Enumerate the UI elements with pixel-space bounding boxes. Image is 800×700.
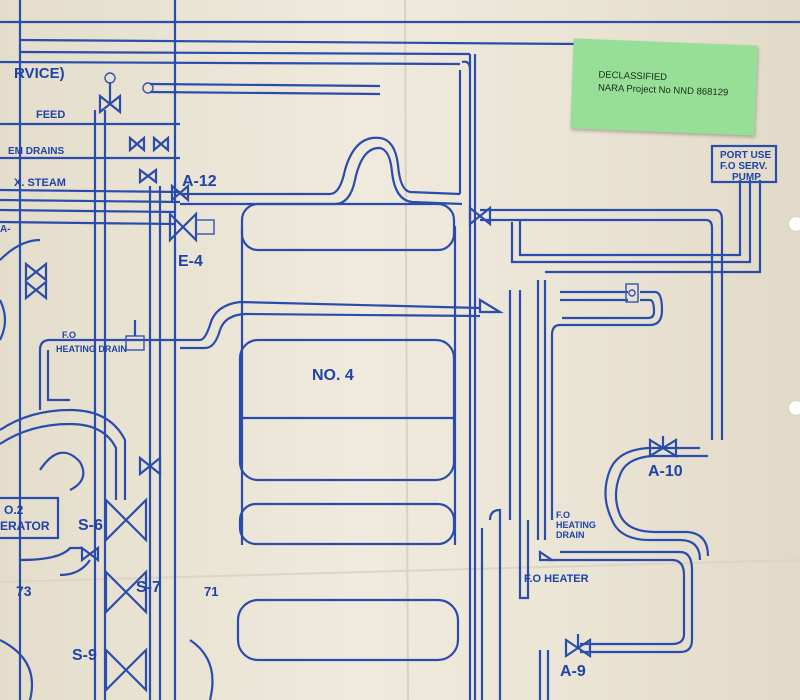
valve-top-icon: [468, 205, 492, 227]
port-use-label-3: PUMP: [732, 172, 761, 183]
valve-s6-icon: [104, 497, 148, 543]
valves: [24, 72, 678, 693]
valve-feed-icon: [98, 93, 122, 115]
steam-loop-inner: [180, 146, 463, 206]
declassified-stamp: DECLASSIFIED NARA Project No NND 868129: [570, 38, 758, 136]
s9-label: S-9: [72, 647, 97, 664]
port-use-box: [710, 144, 778, 184]
a-left-label: A-: [0, 224, 11, 235]
e4-label: E-4: [178, 253, 203, 270]
fo-heating-drain-line: [38, 300, 481, 351]
header-lines: [0, 60, 461, 700]
steam-loop: [180, 136, 461, 196]
stamp-line2: NARA Project No NND 868129: [597, 82, 729, 99]
fo-heater-label: F.O HEATER: [524, 573, 589, 585]
fo-drain-right-label-2: HEATING: [556, 520, 596, 530]
punch-hole: [788, 216, 800, 232]
deaerator-box: [0, 496, 60, 540]
port-use-label-2: F.O SERV.: [720, 161, 767, 172]
right-piping: [480, 180, 762, 700]
a10-label: A-10: [648, 463, 683, 480]
valve-a9-icon: [564, 637, 592, 659]
deaerator-piping: [0, 238, 214, 700]
tank-no4-label: NO. 4: [312, 367, 354, 384]
valve-e4-icon: [168, 211, 198, 243]
aux-steam-label: X. STEAM: [14, 177, 66, 189]
gauge-icon: [625, 283, 639, 303]
service-label: RVICE): [14, 65, 65, 82]
fo-drain-right-label-1: F.O: [556, 510, 570, 520]
valve-a12-icon: [170, 183, 190, 203]
valve-a10-icon: [648, 438, 678, 458]
stem-drains-label: EM DRAINS: [8, 146, 64, 157]
fo-drain-left-label-2: HEATING DRAIN: [56, 344, 127, 354]
s6-label: S-6: [78, 517, 103, 534]
valve-s9-icon: [104, 647, 148, 693]
ref-71-label: 71: [204, 584, 218, 599]
fo-drain-left-label-1: F.O: [62, 330, 76, 340]
a12-label: A-12: [182, 173, 217, 190]
fo-drain-right-label-3: DRAIN: [556, 530, 585, 540]
punch-hole: [788, 400, 800, 416]
fold-crease: [404, 0, 409, 700]
check-valve-icon: [478, 298, 504, 314]
fold-crease-horizontal: [0, 559, 800, 583]
erator-label: ERATOR: [0, 519, 50, 533]
stamp-line1: DECLASSIFIED: [598, 69, 668, 84]
port-use-label-1: PORT USE: [720, 150, 771, 161]
feed-label: FEED: [36, 109, 65, 121]
valve-s7-icon: [104, 569, 148, 615]
o2-label: O.2: [4, 503, 24, 517]
tank-no4: [236, 202, 460, 662]
s7-label: S-7: [136, 579, 161, 596]
a9-label: A-9: [560, 663, 586, 680]
ref-73-label: 73: [16, 583, 32, 599]
